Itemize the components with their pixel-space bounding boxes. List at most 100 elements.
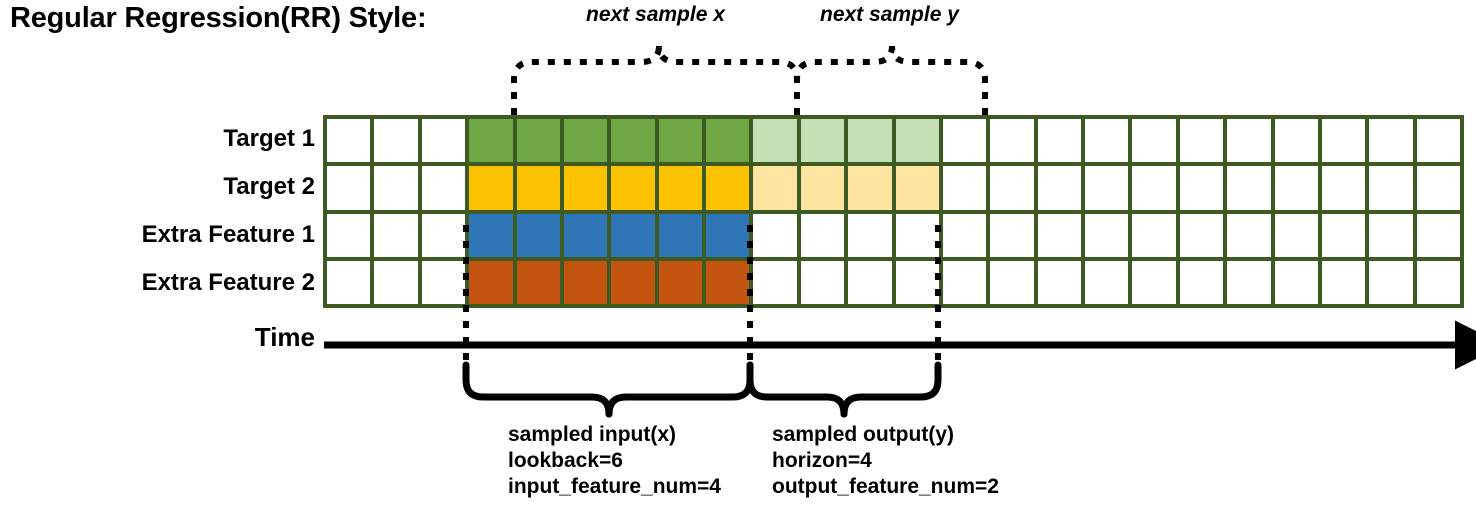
sampled-input-line-1: sampled input(x) [508,423,677,446]
grid-cell-r3-c4 [469,213,513,257]
grid-cell-r1-c13 [895,119,939,163]
grid-cell-r2-c5 [516,166,560,210]
grid-cell-r1-c8 [658,119,702,163]
grid-cell-r2-c23 [1369,166,1413,210]
grid-cell-r3-c5 [516,213,560,257]
grid-cell-r2-c1 [327,166,371,210]
grid-cell-r2-c22 [1321,166,1366,210]
sampled-output-brace [746,361,942,418]
grid-cell-r2-c21 [1274,166,1318,210]
grid-cell-r2-c9 [706,166,750,210]
grid-cell-r3-c19 [1179,213,1224,257]
grid-cell-r1-c10 [753,119,797,163]
sampled-output-line-3: output_feature_num=2 [772,475,999,498]
grid-cell-r3-c17 [1085,213,1129,257]
row-label-extra-feature-2: Extra Feature 2 [141,269,315,296]
grid-cell-r3-c11 [800,213,845,257]
grid-cell-r4-c1 [327,260,371,304]
grid-cell-r4-c14 [942,260,987,304]
grid-cell-r2-c15 [990,166,1034,210]
grid-cell-r1-c11 [800,119,845,163]
grid-cell-r4-c21 [1274,260,1318,304]
grid-cell-r3-c24 [1416,213,1460,257]
grid-cell-r2-c7 [611,166,655,210]
grid-cell-r2-c24 [1416,166,1460,210]
grid-cell-r3-c7 [611,213,655,257]
sampled-output-line-2: horizon=4 [772,449,872,472]
timeseries-grid [323,115,1464,308]
grid-cell-r4-c9 [706,260,750,304]
grid-cell-r4-c18 [1132,260,1176,304]
grid-cell-r4-c10 [753,260,797,304]
grid-cell-r1-c22 [1321,119,1366,163]
grid-cell-r4-c20 [1227,260,1271,304]
sampled-input-line-3: input_feature_num=4 [508,475,721,498]
time-axis-label: Time [254,322,315,352]
grid-cell-r2-c19 [1179,166,1224,210]
grid-cell-r1-c9 [706,119,750,163]
grid-cell-r2-c20 [1227,166,1271,210]
grid-cell-r3-c2 [374,213,418,257]
grid-cell-r4-c16 [1037,260,1081,304]
grid-cell-r4-c19 [1179,260,1224,304]
grid-cell-r1-c7 [611,119,655,163]
grid-cell-r3-c6 [563,213,608,257]
grid-cell-r4-c22 [1321,260,1366,304]
row-label-target-1: Target 1 [223,125,315,152]
grid-cell-r3-c1 [327,213,371,257]
grid-cell-r3-c23 [1369,213,1413,257]
grid-cell-r1-c19 [1179,119,1224,163]
grid-cell-r1-c18 [1132,119,1176,163]
grid-cell-r1-c23 [1369,119,1413,163]
grid-cell-r1-c6 [563,119,608,163]
grid-cell-r1-c24 [1416,119,1460,163]
next-sample-x-label: next sample x [586,3,725,26]
grid-cell-r1-c17 [1085,119,1129,163]
sampled-input-brace [462,361,754,418]
grid-cell-r4-c24 [1416,260,1460,304]
page-title: Regular Regression(RR) Style: [10,2,427,34]
grid-cell-r3-c20 [1227,213,1271,257]
grid-cell-r3-c10 [753,213,797,257]
grid-cell-r2-c8 [658,166,702,210]
grid-cell-r3-c21 [1274,213,1318,257]
grid-cell-r1-c4 [469,119,513,163]
grid-cell-r1-c2 [374,119,418,163]
grid-cell-r4-c17 [1085,260,1129,304]
grid-cell-r4-c23 [1369,260,1413,304]
grid-cell-r3-c9 [706,213,750,257]
grid-cell-r2-c16 [1037,166,1081,210]
row-label-extra-feature-1: Extra Feature 1 [141,221,315,248]
grid-cell-r1-c14 [942,119,987,163]
grid-cell-r2-c10 [753,166,797,210]
grid-cell-r3-c14 [942,213,987,257]
grid-cell-r4-c8 [658,260,702,304]
grid-cell-r1-c21 [1274,119,1318,163]
grid-cell-r4-c4 [469,260,513,304]
next-sample-y-label: next sample y [820,3,959,26]
grid-cell-r4-c13 [895,260,939,304]
grid-cell-r2-c13 [895,166,939,210]
grid-cell-r2-c2 [374,166,418,210]
grid-cell-r3-c3 [421,213,466,257]
row-label-target-2: Target 2 [223,173,315,200]
grid-cell-r4-c12 [848,260,892,304]
grid-cell-r4-c6 [563,260,608,304]
grid-cell-r3-c22 [1321,213,1366,257]
grid-cell-r2-c4 [469,166,513,210]
grid-cell-r3-c13 [895,213,939,257]
sampled-output-line-1: sampled output(y) [772,423,954,446]
grid-cell-r1-c20 [1227,119,1271,163]
grid-cell-r1-c16 [1037,119,1081,163]
grid-cell-r3-c15 [990,213,1034,257]
grid-cell-r4-c5 [516,260,560,304]
next-sample-x-brace [511,45,800,115]
grid-cell-r1-c12 [848,119,892,163]
grid-cell-r4-c3 [421,260,466,304]
next-sample-y-brace [794,45,988,115]
grid-cell-r1-c1 [327,119,371,163]
grid-cell-r2-c12 [848,166,892,210]
sampled-input-line-2: lookback=6 [508,449,623,472]
grid-cell-r3-c16 [1037,213,1081,257]
